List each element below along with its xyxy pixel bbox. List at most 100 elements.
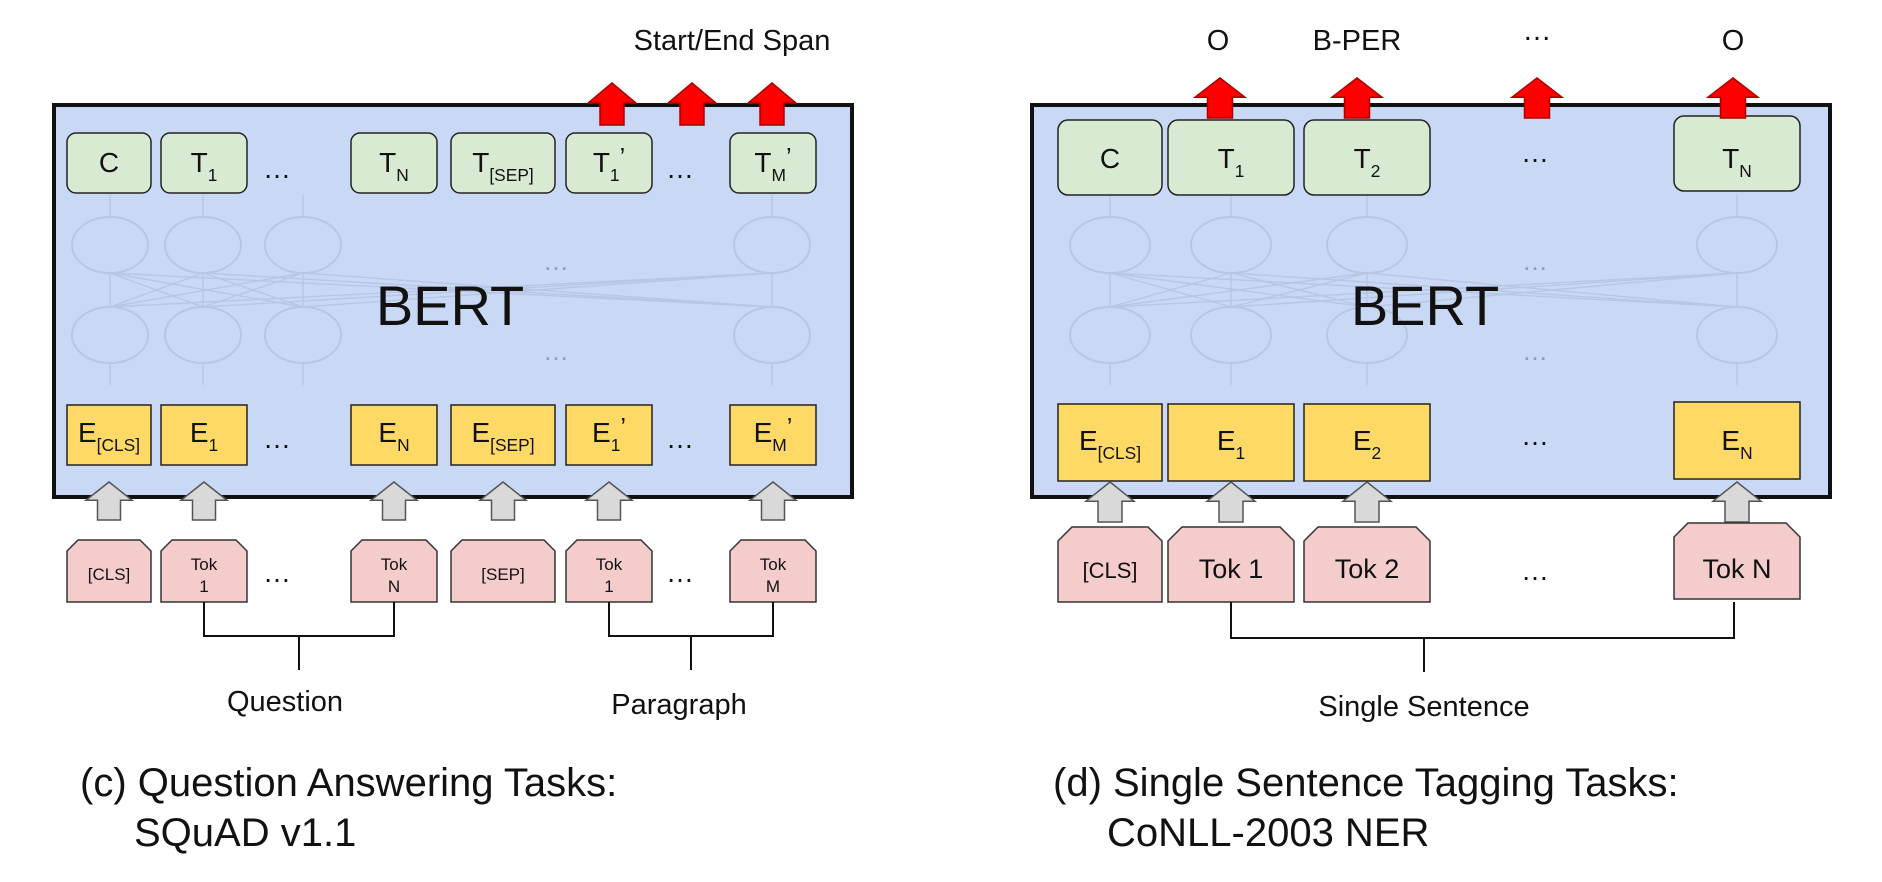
input-token-box (1167, 526, 1295, 603)
hidden-node (164, 216, 242, 274)
embedding-box (1303, 403, 1431, 482)
tag-label: O (1207, 25, 1230, 57)
token-ellipsis: … (1521, 555, 1549, 586)
input-token-label: Tok N (1702, 554, 1771, 584)
hidden-connection (202, 272, 773, 308)
start-end-span-label: Start/End Span (634, 25, 831, 57)
input-token-label: Tok (596, 555, 623, 574)
embedding-label-sub: N (397, 435, 410, 455)
hidden-node (1190, 216, 1272, 274)
input-token-index: M (766, 577, 780, 596)
input-token-box (729, 539, 817, 603)
output-token-label: C (99, 147, 119, 178)
hidden-connection (109, 272, 204, 308)
embedding-label-prime: ’ (787, 414, 793, 442)
input-token-box (160, 539, 248, 603)
embedding-label-main: E (1721, 425, 1740, 456)
embedding-box (160, 404, 248, 466)
input-token-box (450, 539, 556, 603)
output-token-box (450, 132, 556, 194)
embedding-label: EM’ (754, 414, 793, 455)
output-token-label-sub: N (396, 165, 409, 185)
output-token-label-sub: N (1739, 161, 1752, 181)
caption-tag-line1: (d) Single Sentence Tagging Tasks: (1053, 761, 1679, 805)
input-arrow (178, 481, 230, 521)
output-token-label-sub: 2 (1371, 161, 1381, 181)
output-token-box (1057, 119, 1163, 196)
tag-output-arrow (1705, 77, 1761, 119)
input-token-label: [CLS] (88, 565, 131, 584)
hidden-connection (109, 272, 304, 308)
hidden-connection (1230, 272, 1368, 308)
embedding-label-main: E (1217, 425, 1236, 456)
embedding-label-main: E (190, 417, 209, 448)
hidden-connection (202, 272, 773, 308)
output-token-label-main: T (1722, 143, 1739, 174)
caption-question-answering: (c) Question Answering Tasks: SQuAD v1.1 (80, 758, 617, 858)
output-ellipsis: … (666, 153, 694, 184)
embedding-box (565, 404, 653, 466)
embedding-box (1057, 403, 1163, 482)
input-arrow (747, 481, 799, 521)
output-token-label: TN (1722, 143, 1752, 181)
output-token-label-main: T (472, 147, 489, 178)
hidden-connection (1366, 272, 1738, 308)
embedding-box (729, 404, 817, 466)
input-arrow (1204, 481, 1258, 523)
output-token-label-sub: M (772, 165, 786, 185)
embedding-label-sub: [CLS] (97, 435, 140, 455)
embedding-label-main: E (471, 417, 490, 448)
tag-label: … (1523, 15, 1552, 47)
embedding-label: E[CLS] (1079, 425, 1141, 463)
embedding-label-sub: M (772, 435, 786, 455)
output-token-label-main: T (1218, 143, 1235, 174)
hidden-connection (1109, 272, 1232, 308)
embedding-label: E[SEP] (471, 417, 534, 455)
input-token-label: Tok 2 (1335, 554, 1400, 584)
output-token-label-prime: ’ (786, 144, 792, 172)
hidden-node (71, 216, 149, 274)
embedding-label-main: E (592, 417, 611, 448)
hidden-connection (302, 272, 773, 308)
embedding-box (450, 404, 556, 466)
hidden-connection (1109, 272, 1368, 308)
output-token-label-prime: ’ (620, 144, 626, 172)
output-token-label-sub: [SEP] (489, 165, 533, 185)
input-arrow (1083, 481, 1137, 523)
hidden-layers (1069, 195, 1778, 385)
paragraph-bracket (608, 602, 774, 637)
output-token-label: T[SEP] (472, 147, 534, 185)
embedding-box (1673, 401, 1801, 480)
input-token-index: N (388, 577, 400, 596)
output-token-label-main: C (99, 147, 119, 178)
bert-label-left: BERT (376, 274, 524, 337)
input-token-box (1303, 526, 1431, 603)
hidden-dots: … (1522, 246, 1548, 276)
input-arrow (368, 481, 420, 521)
hidden-connection (302, 272, 773, 308)
output-token-box (66, 132, 152, 194)
input-arrow (1710, 481, 1764, 523)
hidden-connection (1230, 272, 1368, 308)
output-token-label: T1’ (593, 144, 625, 185)
caption-sentence-tagging: (d) Single Sentence Tagging Tasks: CoNLL… (1053, 758, 1679, 858)
hidden-node (264, 306, 342, 364)
input-arrow (1340, 481, 1394, 523)
tag-label: B-PER (1313, 25, 1402, 57)
caption-tag-line2: CoNLL-2003 NER (1107, 811, 1430, 855)
embedding-label-sub: 1 (611, 435, 621, 455)
embedding-label: E1’ (592, 414, 626, 455)
hidden-connection (1230, 272, 1738, 308)
hidden-dots: … (1522, 336, 1548, 366)
hidden-dots: … (543, 336, 569, 366)
question-bracket (203, 602, 395, 637)
input-token-label: Tok (191, 555, 218, 574)
embedding-label: E1 (190, 417, 218, 455)
embedding-ellipsis: … (1521, 420, 1549, 451)
embedding-label-sub: 1 (209, 435, 219, 455)
single-sentence-label: Single Sentence (1318, 691, 1529, 723)
output-token-label-main: T (191, 147, 208, 178)
input-token-label: Tok (760, 555, 787, 574)
